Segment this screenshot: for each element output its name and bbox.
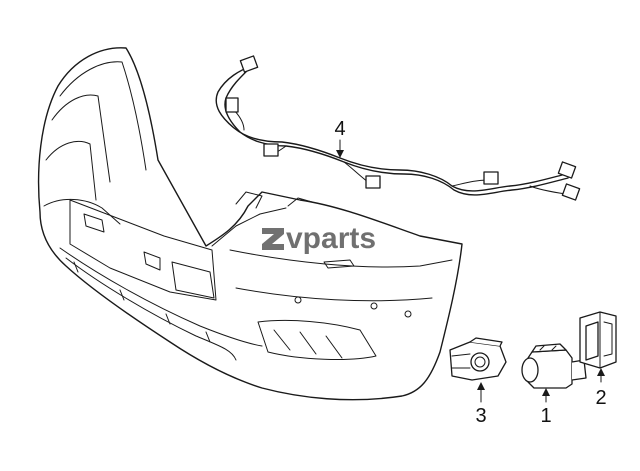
callout-arrows: [336, 139, 605, 403]
callout-4-label: 4: [334, 118, 345, 140]
logo-mark-icon: [262, 228, 284, 250]
sensor-retainer: [579, 311, 617, 369]
watermark-logo: vparts: [262, 222, 376, 255]
callout-3-label: 3: [475, 405, 486, 427]
callout-2-label: 2: [595, 387, 606, 409]
parking-sensor: [521, 343, 587, 389]
watermark-text: vparts: [286, 222, 376, 255]
wiring-harness: [215, 55, 581, 201]
bumper-cover: [37, 47, 463, 401]
callout-1-label: 1: [540, 405, 551, 427]
sensor-bracket: [449, 337, 507, 381]
